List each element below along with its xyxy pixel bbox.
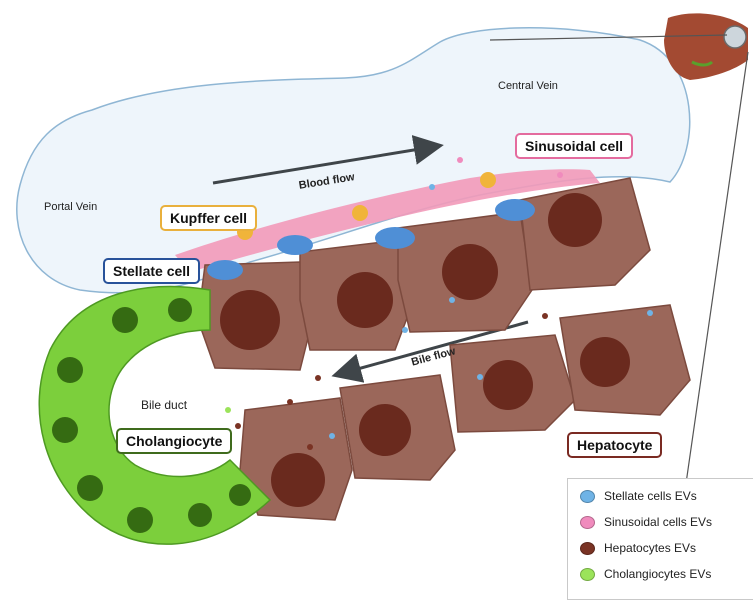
liver-lobule-diagram: Central Vein Portal Vein Blood flow Bile… (0, 0, 753, 585)
liver-organ-icon (664, 13, 748, 80)
legend-label-cholangiocytes: Cholangiocytes EVs (604, 567, 711, 581)
legend-swatch-cholangiocytes (580, 568, 595, 581)
central-vein-label: Central Vein (498, 80, 558, 92)
sinusoidal-cell-callout: Sinusoidal cell (515, 133, 633, 159)
kupffer-cell-callout: Kupffer cell (160, 205, 257, 231)
legend-item-sinusoidal: Sinusoidal cells EVs (580, 515, 712, 529)
bile-duct-label: Bile duct (141, 398, 187, 412)
legend-label-sinusoidal: Sinusoidal cells EVs (604, 515, 712, 529)
cholangiocyte-callout: Cholangiocyte (116, 428, 232, 454)
legend-swatch-sinusoidal (580, 516, 595, 529)
legend-label-stellate: Stellate cells EVs (604, 489, 697, 503)
portal-vein-label: Portal Vein (44, 201, 97, 213)
legend-item-stellate: Stellate cells EVs (580, 489, 697, 503)
hepatocyte-callout: Hepatocyte (567, 432, 662, 458)
legend-label-hepatocytes: Hepatocytes EVs (604, 541, 696, 555)
legend: Stellate cells EVs Sinusoidal cells EVs … (567, 478, 753, 600)
legend-item-hepatocytes: Hepatocytes EVs (580, 541, 696, 555)
legend-swatch-stellate (580, 490, 595, 503)
legend-swatch-hepatocytes (580, 542, 595, 555)
legend-item-cholangiocytes: Cholangiocytes EVs (580, 567, 711, 581)
stellate-cell-callout: Stellate cell (103, 258, 200, 284)
